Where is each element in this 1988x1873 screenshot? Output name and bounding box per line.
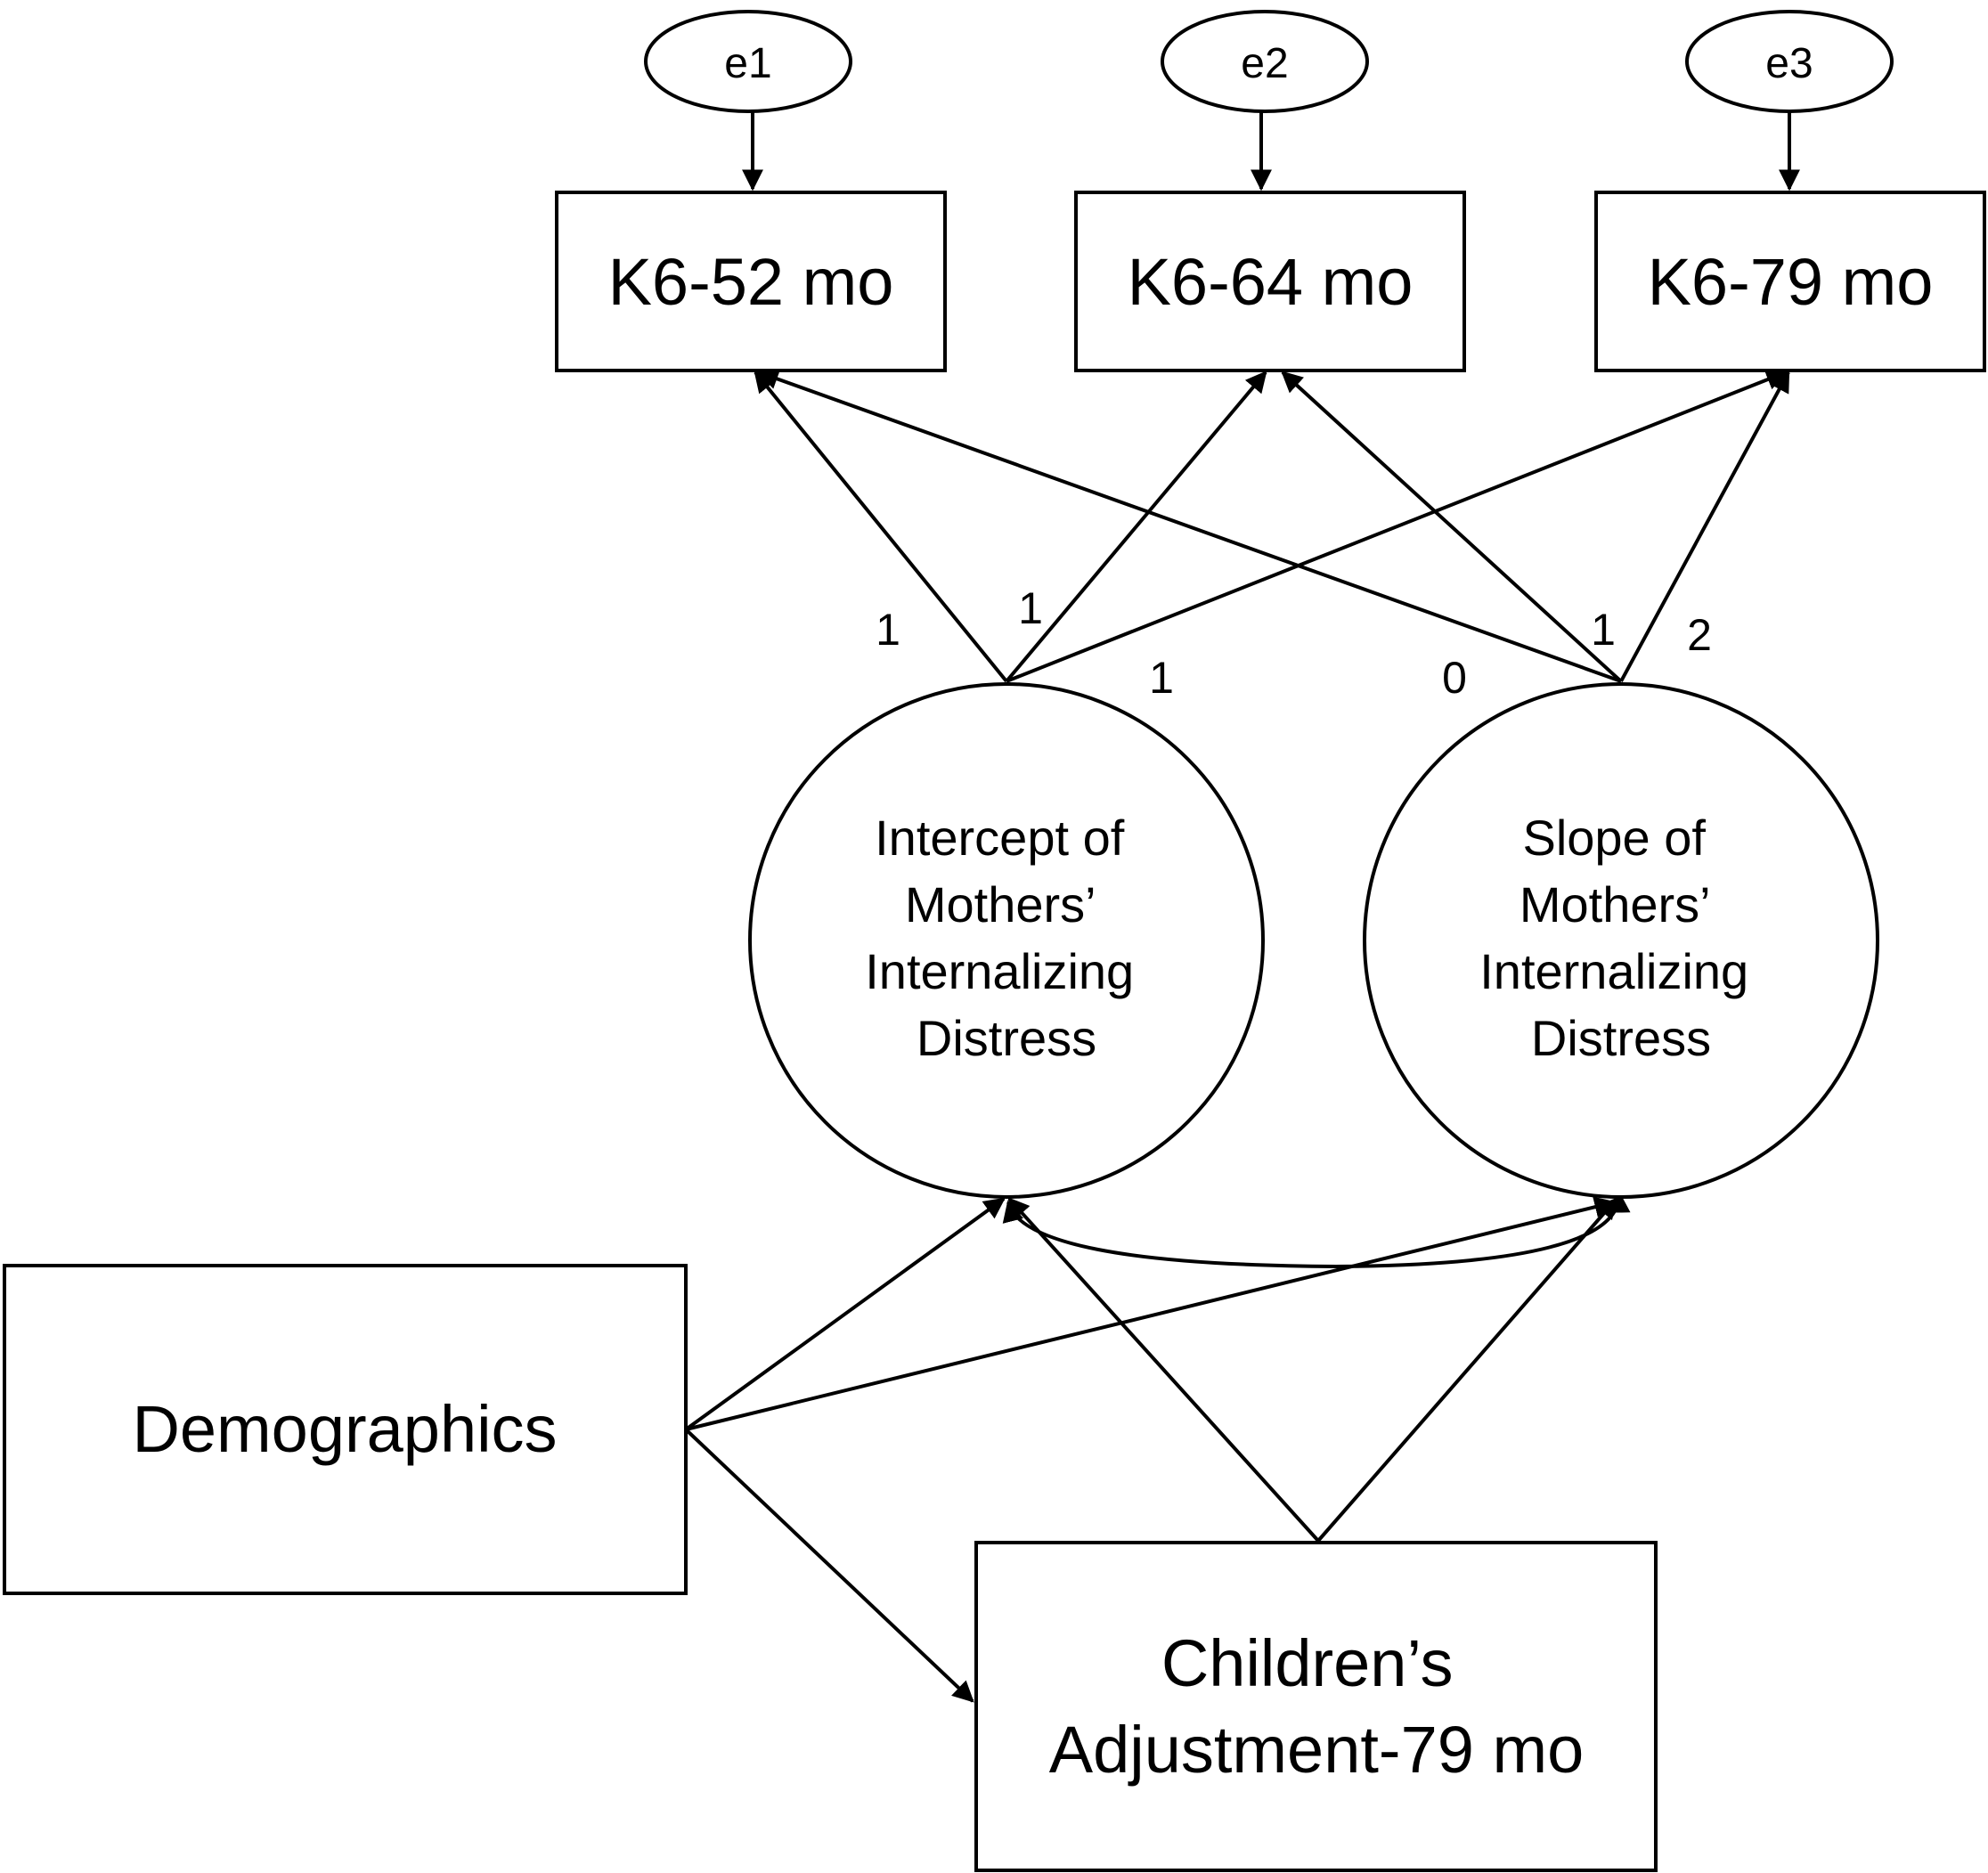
intercept-factor-circle [748, 682, 1265, 1199]
indicator-label-k6-52: K6-52 mo [608, 245, 894, 319]
loading-intercept-k6-79: 1 [1149, 653, 1174, 703]
intercept-label-line-3: Internalizing [865, 943, 1134, 999]
error-node-e3 [1685, 10, 1894, 113]
indicator-box-k6-52 [555, 191, 947, 372]
slope-factor-label: Slope of Mothers’ Internalizing Distress [1479, 810, 1763, 1066]
outcome-box [974, 1541, 1658, 1872]
intercept-label-line-4: Distress [917, 1010, 1096, 1066]
outcome-node: Children’s Adjustment-79 mo [974, 1541, 1658, 1872]
arrow-demographics-to-intercept [684, 1197, 1006, 1431]
loading-slope-k6-52: 0 [1442, 653, 1467, 703]
arrow-demographics-to-slope [685, 1196, 1617, 1431]
arrow-slope-to-k6-79 [1619, 370, 1790, 682]
arrow-demographics-to-outcome [684, 1428, 974, 1703]
arrow-slope-to-k6-64 [1281, 371, 1623, 683]
slope-factor-circle [1363, 682, 1879, 1199]
slope-label-line-4: Distress [1531, 1010, 1711, 1066]
indicators: K6-52 mo K6-64 mo K6-79 mo [555, 191, 1986, 372]
arrow-intercept-to-k6-64 [1005, 371, 1267, 683]
indicator-label-k6-64: K6-64 mo [1128, 245, 1414, 319]
error-terms: e1 e2 e3 [644, 10, 1894, 113]
arrow-intercept-to-k6-52 [754, 371, 1008, 683]
intercept-label-line-2: Mothers’ [905, 876, 1095, 932]
loading-slope-k6-64: 1 [1591, 605, 1616, 655]
indicator-label-k6-79: K6-79 mo [1648, 245, 1934, 319]
indicator-box-k6-79 [1594, 191, 1986, 372]
loading-intercept-k6-64: 1 [1018, 583, 1043, 633]
outcome-label-line-2: Adjustment-79 mo [1049, 1713, 1585, 1787]
demographics-node: Demographics [3, 1264, 688, 1595]
slope-label-line-1: Slope of [1522, 810, 1706, 866]
indicator-box-k6-64 [1074, 191, 1466, 372]
outcome-label: Children’s Adjustment-79 mo [1049, 1626, 1585, 1787]
outcome-label-line-1: Children’s [1161, 1626, 1454, 1700]
loading-slope-k6-79: 2 [1687, 610, 1712, 660]
arrow-intercept-to-k6-79 [1006, 369, 1788, 683]
error-node-e1 [644, 10, 852, 113]
slope-label-line-2: Mothers’ [1520, 876, 1709, 932]
loading-labels: 1 1 1 0 1 2 [876, 583, 1712, 703]
loading-intercept-k6-52: 1 [876, 605, 900, 655]
demographics-box [3, 1264, 688, 1595]
covariance-intercept-slope [1002, 1191, 1631, 1269]
slope-label-line-3: Internalizing [1479, 943, 1748, 999]
arrow-outcome-to-slope [1316, 1197, 1618, 1543]
demographics-label: Demographics [132, 1392, 557, 1466]
intercept-label-line-1: Intercept of [875, 810, 1125, 866]
arrow-slope-to-k6-52 [756, 368, 1622, 683]
error-label-e3: e3 [1765, 40, 1813, 87]
error-label-e2: e2 [1241, 40, 1288, 87]
intercept-factor-label: Intercept of Mothers’ Internalizing Dist… [865, 810, 1148, 1066]
error-label-e1: e1 [724, 40, 771, 87]
arrow-outcome-to-intercept [1007, 1197, 1320, 1543]
error-node-e2 [1161, 10, 1369, 113]
edges [684, 111, 1800, 1703]
latent-factors: Intercept of Mothers’ Internalizing Dist… [748, 682, 1879, 1199]
